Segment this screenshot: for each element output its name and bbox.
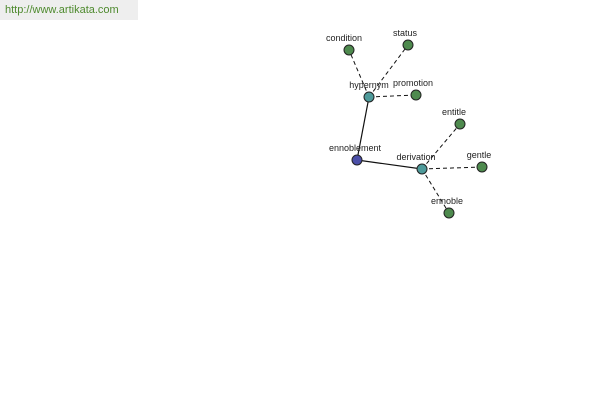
edges-layer bbox=[348, 44, 483, 214]
node-entitle-label: entitle bbox=[442, 107, 466, 117]
nodes-layer: ennoblement hypernym derivation condition st… bbox=[326, 28, 492, 219]
edge-hypernym-status bbox=[368, 44, 409, 98]
node-ennoblement[interactable]: ennoblement bbox=[329, 143, 382, 166]
node-derivation[interactable]: derivation bbox=[396, 152, 436, 175]
edge-derivation-ennoble bbox=[421, 168, 450, 214]
edge-hypernym-promotion bbox=[368, 94, 417, 98]
node-ennoble[interactable]: ennoble bbox=[431, 196, 463, 219]
node-promotion[interactable]: promotion bbox=[393, 78, 433, 101]
edge-derivation-entitle bbox=[421, 123, 461, 170]
edge-derivation-gentle bbox=[421, 166, 483, 170]
node-condition-dot[interactable] bbox=[343, 44, 355, 56]
node-derivation-dot[interactable] bbox=[416, 163, 428, 175]
node-hypernym-dot[interactable] bbox=[363, 91, 375, 103]
node-entitle-dot[interactable] bbox=[454, 118, 466, 130]
node-promotion-dot[interactable] bbox=[410, 89, 422, 101]
node-entitle[interactable]: entitle bbox=[442, 107, 466, 130]
node-condition-label: condition bbox=[326, 33, 362, 43]
node-promotion-label: promotion bbox=[393, 78, 433, 88]
node-ennoblement-label: ennoblement bbox=[329, 143, 382, 153]
node-hypernym-label: hypernym bbox=[349, 80, 389, 90]
node-status-label: status bbox=[393, 28, 418, 38]
edge-ennoblement-derivation bbox=[356, 159, 423, 170]
node-derivation-label: derivation bbox=[396, 152, 435, 162]
node-ennoblement-dot[interactable] bbox=[351, 154, 363, 166]
node-gentle-dot[interactable] bbox=[476, 161, 488, 173]
node-gentle-label: gentle bbox=[467, 150, 492, 160]
node-gentle[interactable]: gentle bbox=[467, 150, 492, 173]
node-ennoble-dot[interactable] bbox=[443, 207, 455, 219]
site-url-link[interactable]: http://www.artikata.com bbox=[0, 0, 138, 20]
edge-hypernym-condition bbox=[348, 49, 370, 98]
node-condition[interactable]: condition bbox=[326, 33, 362, 56]
node-ennoble-label: ennoble bbox=[431, 196, 463, 206]
node-hypernym[interactable]: hypernym bbox=[349, 80, 389, 103]
node-status[interactable]: status bbox=[393, 28, 418, 51]
node-status-dot[interactable] bbox=[402, 39, 414, 51]
edge-ennoblement-hypernym bbox=[356, 96, 370, 161]
